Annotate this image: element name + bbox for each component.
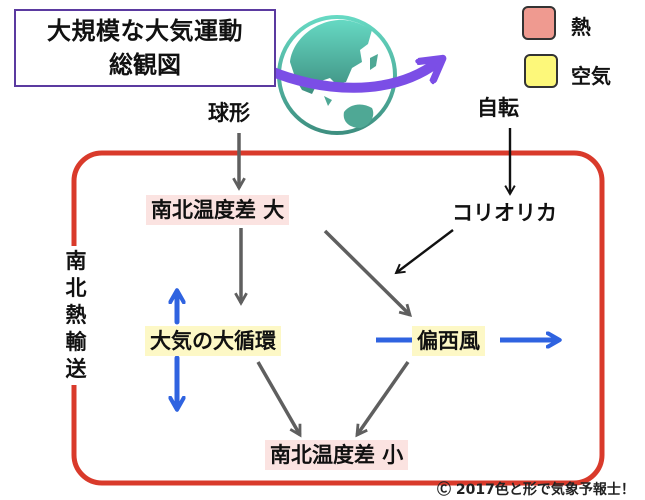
title-line-2: 総観図 — [109, 51, 181, 79]
legend-air-swatch — [524, 54, 558, 88]
node-sphere: 球形 — [208, 101, 250, 125]
node-temp-diff-small: 南北温度差 小 — [265, 440, 409, 470]
earth-rotation-arrow — [263, 62, 438, 93]
node-westerlies: 偏西風 — [412, 326, 485, 356]
copyright-text: Ⓒ 2017色と形で気象予報士！ — [437, 482, 635, 498]
node-general-circulation: 大気の大循環 — [145, 326, 281, 356]
title-box: 大規模な大気運動 総観図 — [14, 9, 276, 87]
arrow-coriolis-to-westerlies — [394, 229, 454, 275]
node-temp-diff-large: 南北温度差 大 — [146, 195, 290, 225]
arrow-circulation-to-temp-small — [256, 361, 302, 438]
title-line-1: 大規模な大気運動 — [47, 17, 243, 45]
vertical-label-text: 南北熱輸送 — [65, 249, 87, 381]
legend-heat-label: 熱 — [571, 15, 591, 39]
globe-icon — [277, 15, 397, 135]
arrow-westerlies-to-temp-small — [355, 360, 410, 438]
node-coriolis: コリオリカ — [452, 201, 557, 225]
node-meridional-heat-transport: 南北熱輸送 — [64, 246, 88, 385]
legend-air-label: 空気 — [571, 64, 611, 88]
node-rotation: 自転 — [477, 96, 519, 120]
legend-heat-swatch — [522, 6, 556, 40]
arrow-temp-large-to-westerlies — [323, 229, 413, 317]
